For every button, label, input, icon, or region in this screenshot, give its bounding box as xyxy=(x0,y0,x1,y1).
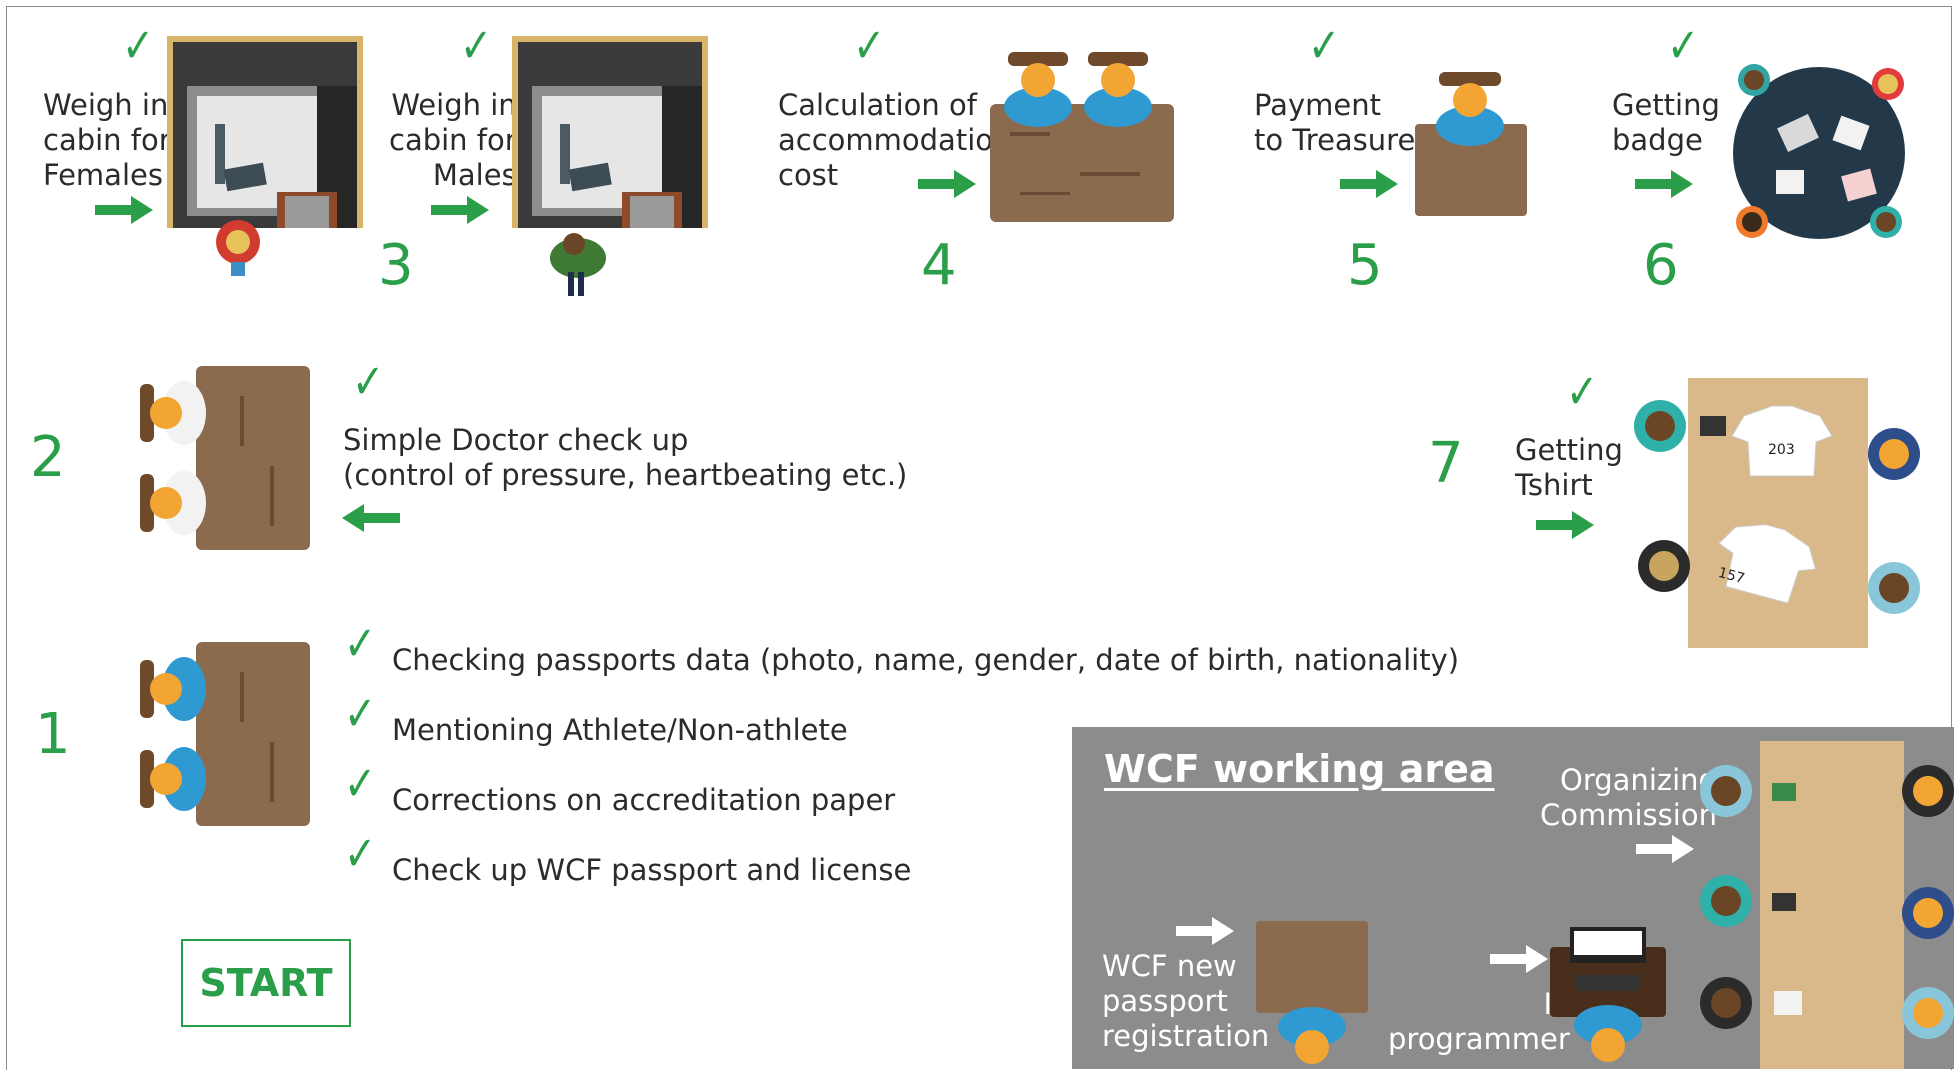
checklist-item: Checking passports data (photo, name, ge… xyxy=(392,643,1460,677)
treasurer-desk-illustration xyxy=(1415,72,1527,216)
step-label-tshirt: Getting Tshirt xyxy=(1515,433,1623,502)
check-icon: ✓ xyxy=(1308,18,1341,74)
it-programmer-label: IT programmer xyxy=(1388,987,1570,1056)
step-label-doctor-check: Simple Doctor check up (control of press… xyxy=(343,423,908,492)
accommodation-desk-illustration xyxy=(990,52,1174,222)
new-passport-label: WCF new passport registration xyxy=(1102,949,1270,1053)
arrow-right-icon xyxy=(1176,917,1234,945)
step-label-badge: Getting badge xyxy=(1612,88,1720,157)
weigh-cabin-male-illustration xyxy=(512,36,708,296)
wcf-working-area-panel: WCF working area Organizing Commission W… xyxy=(1072,727,1954,1069)
arrow-right-icon xyxy=(1636,835,1694,863)
arrow-right-icon xyxy=(1635,170,1693,198)
step-number-3: 3 xyxy=(378,233,414,298)
weigh-cabin-female-illustration xyxy=(167,36,363,276)
step-number-1: 1 xyxy=(35,702,71,767)
checklist-item: Corrections on accreditation paper xyxy=(392,783,896,817)
check-icon: ✓ xyxy=(1667,18,1700,74)
check-icon: ✓ xyxy=(344,686,377,742)
check-icon: ✓ xyxy=(122,18,155,74)
arrow-right-icon xyxy=(1536,511,1594,539)
diagram-frame xyxy=(6,6,1952,1070)
it-programmer-desk-illustration xyxy=(1550,927,1666,1062)
arrow-right-icon xyxy=(1340,170,1398,198)
step-label-accommodation: Calculation of accommodation cost xyxy=(778,88,1012,192)
check-icon: ✓ xyxy=(352,354,385,410)
badge-table-illustration xyxy=(1733,64,1905,239)
organizing-commission-table-illustration xyxy=(1700,741,1954,1069)
wcf-area-title: WCF working area xyxy=(1104,747,1495,791)
arrow-right-icon xyxy=(1490,945,1548,973)
tshirt-table-illustration xyxy=(1634,378,1920,648)
checklist-item: Mentioning Athlete/Non-athlete xyxy=(392,713,848,747)
new-passport-desk-illustration xyxy=(1256,921,1368,1064)
arrow-right-icon xyxy=(431,196,489,224)
organizing-commission-label: Organizing Commission xyxy=(1540,763,1717,832)
arrow-left-icon xyxy=(342,504,400,532)
step-number-4: 4 xyxy=(921,233,957,298)
arrow-right-icon xyxy=(95,196,153,224)
check-icon: ✓ xyxy=(344,616,377,672)
step-label-payment: Payment to Treasurer xyxy=(1254,88,1428,157)
step-number-5: 5 xyxy=(1347,233,1383,298)
check-icon: ✓ xyxy=(1566,364,1599,420)
passport-desk-illustration xyxy=(140,642,310,826)
step-number-7: 7 xyxy=(1428,431,1464,496)
check-icon: ✓ xyxy=(344,826,377,882)
check-icon: ✓ xyxy=(344,756,377,812)
doctor-desk-illustration xyxy=(140,366,310,550)
start-box: START xyxy=(181,939,351,1027)
step-number-6: 6 xyxy=(1643,233,1679,298)
check-icon: ✓ xyxy=(853,18,886,74)
step-label-female-weigh: Weigh in cabin for Females xyxy=(43,88,171,192)
checklist-item: Check up WCF passport and license xyxy=(392,853,912,887)
step-number-2: 2 xyxy=(30,425,66,490)
step-label-male-weigh: Weigh in cabin for Males xyxy=(389,88,517,192)
arrow-right-icon xyxy=(918,170,976,198)
tshirt-number-203: 203 xyxy=(1768,442,1795,458)
check-icon: ✓ xyxy=(460,18,493,74)
